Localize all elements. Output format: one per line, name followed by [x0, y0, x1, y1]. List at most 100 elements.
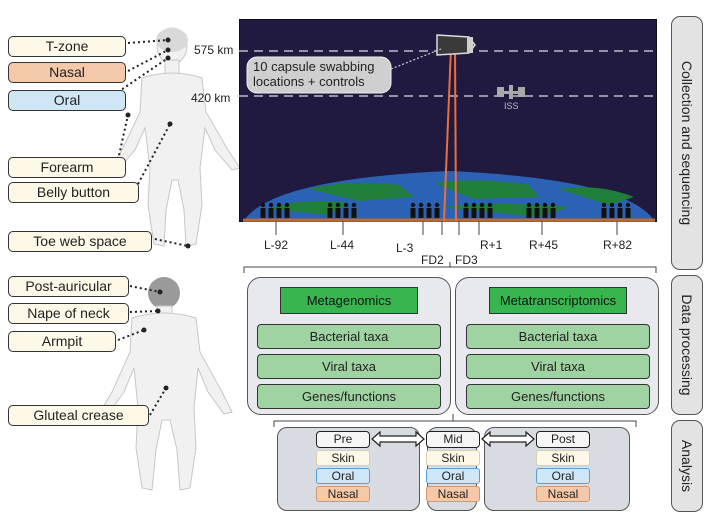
label-forearm: Forearm: [8, 157, 126, 178]
section-processing: Data processing: [671, 275, 703, 415]
crew-member-icon: [418, 208, 424, 218]
mid-nasal: Nasal: [426, 486, 480, 502]
post-skin: Skin: [536, 450, 590, 466]
metatranscriptomics-viral-taxa: Viral taxa: [466, 354, 650, 379]
leader-dots-lower: [141, 289, 169, 391]
tick-l-44: L-44: [330, 238, 355, 252]
crew-member-icon: [609, 202, 615, 208]
crew-member-icon: [410, 202, 416, 208]
altitude-420-label: 420 km: [191, 91, 231, 105]
double-arrow-icon: [371, 430, 425, 448]
pre-skin: Skin: [316, 450, 370, 466]
crew-member-icon: [351, 208, 357, 218]
crew-member-icon: [479, 208, 485, 218]
label-post-auricular: Post-auricular: [8, 276, 129, 297]
crew-member-icon: [526, 202, 532, 208]
stage-arrows: [371, 430, 535, 448]
tick-fd2: FD2: [421, 253, 444, 267]
crew-member-icon: [625, 202, 631, 208]
crew-member-icon: [609, 208, 615, 218]
label-gluteal-crease: Gluteal crease: [8, 405, 149, 426]
leader-lines-upper: [117, 39, 189, 247]
crew-member-icon: [471, 208, 477, 218]
label-belly-button: Belly button: [8, 182, 139, 203]
double-arrow-icon: [481, 430, 535, 448]
tick-r-1: R+1: [480, 238, 503, 252]
crew-member-icon: [601, 202, 607, 208]
crew-member-icon: [534, 202, 540, 208]
human-front-figure: [109, 27, 241, 247]
label-nape-of-neck: Nape of neck: [8, 303, 129, 324]
crew-member-icon: [284, 202, 290, 208]
crew-member-icon: [276, 202, 282, 208]
stage-pre: Pre: [316, 431, 370, 448]
label-nasal: Nasal: [8, 62, 126, 83]
tick-l-92: L-92: [264, 238, 289, 252]
post-oral: Oral: [536, 468, 590, 484]
post-nasal: Nasal: [536, 486, 590, 502]
crew-member-icon: [617, 208, 623, 218]
mid-skin: Skin: [426, 450, 480, 466]
section-collection: Collection and sequencing: [671, 16, 703, 270]
metatranscriptomics-genes-functions: Genes/functions: [466, 384, 650, 409]
crew-member-icon: [410, 208, 416, 218]
bracket-analysis: [273, 414, 637, 427]
capsule-icon: [436, 34, 476, 56]
head-highlight: [156, 28, 188, 52]
crew-member-icon: [335, 202, 341, 208]
tick-fd3: FD3: [455, 253, 478, 267]
crew-member-icon: [284, 208, 290, 218]
iss-label: ISS: [504, 101, 519, 111]
crew-member-icon: [335, 208, 341, 218]
crew-member-icon: [327, 202, 333, 208]
bracket-processing: [243, 262, 657, 273]
crew-member-icon: [351, 202, 357, 208]
crew-member-icon: [268, 202, 274, 208]
crew-member-icon: [542, 208, 548, 218]
label-toe-web-space: Toe web space: [8, 231, 152, 252]
crew-member-icon: [418, 202, 424, 208]
leader-lines-lower: [117, 285, 167, 416]
crew-member-icon: [479, 202, 485, 208]
stage-post: Post: [536, 431, 590, 448]
timeline-ticks: [275, 221, 618, 235]
crew-member-icon: [550, 202, 556, 208]
tick-r-82: R+82: [603, 238, 633, 252]
metatranscriptomics-bacterial-taxa: Bacterial taxa: [466, 324, 650, 349]
crew-member-icon: [601, 208, 607, 218]
crew-member-icon: [343, 202, 349, 208]
crew-member-icon: [471, 202, 477, 208]
crew-member-icon: [534, 208, 540, 218]
crew-member-icon: [625, 208, 631, 218]
crew-member-icon: [434, 202, 440, 208]
crew-member-icon: [268, 208, 274, 218]
crew-member-icon: [426, 208, 432, 218]
altitude-575-label: 575 km: [194, 43, 234, 57]
metagenomics-viral-taxa: Viral taxa: [257, 354, 441, 379]
crew-member-icon: [463, 208, 469, 218]
orbit-scene: ISS 10 capsule swabbing locations + cont…: [239, 19, 657, 222]
label-t-zone: T-zone: [8, 36, 126, 57]
crew-member-icon: [487, 208, 493, 218]
metagenomics-genes-functions: Genes/functions: [257, 384, 441, 409]
crew-member-icon: [542, 202, 548, 208]
metatranscriptomics-header: Metatranscriptomics: [489, 287, 627, 314]
human-back-figure: [99, 277, 233, 491]
leader-dots-upper: [125, 37, 191, 249]
callout-line-2: locations + controls: [253, 74, 365, 89]
crew-groups: [260, 202, 631, 218]
crew-member-icon: [343, 208, 349, 218]
tick-l-3: L-3: [396, 241, 414, 255]
callout-line-1: 10 capsule swabbing: [253, 59, 374, 74]
crew-member-icon: [617, 202, 623, 208]
crew-member-icon: [327, 208, 333, 218]
tick-r-45: R+45: [529, 238, 559, 252]
label-armpit: Armpit: [8, 331, 116, 352]
mid-oral: Oral: [426, 468, 480, 484]
crew-member-icon: [260, 208, 266, 218]
pre-oral: Oral: [316, 468, 370, 484]
crew-member-icon: [434, 208, 440, 218]
metagenomics-header: Metagenomics: [280, 287, 418, 314]
crew-member-icon: [426, 202, 432, 208]
